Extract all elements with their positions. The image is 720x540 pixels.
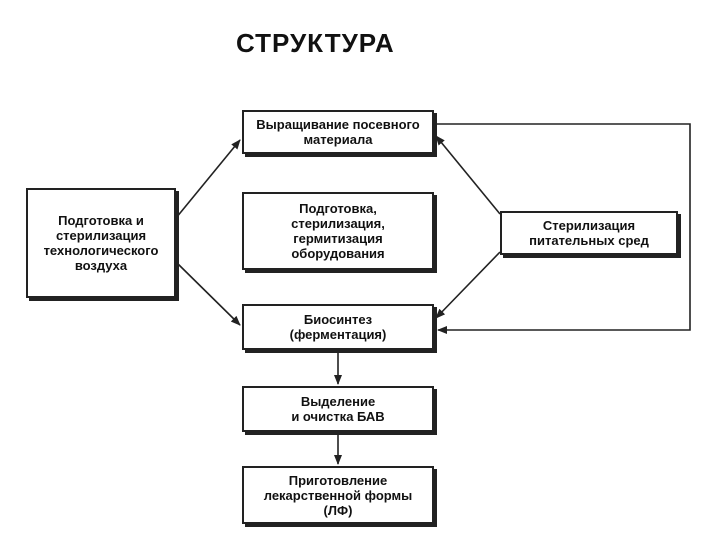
page-title: СТРУКТУРА bbox=[236, 28, 395, 58]
box-dosage-form: Приготовление лекарственной формы (ЛФ) bbox=[242, 466, 434, 524]
box-media-sterilization: Стерилизация питательных сред bbox=[500, 211, 678, 255]
arrow-media-to-growing bbox=[435, 135, 501, 215]
arrow-air-to-growing bbox=[175, 139, 241, 219]
arrow-media-to-biosynthesis bbox=[435, 251, 501, 319]
box-biosynthesis: Биосинтез (ферментация) bbox=[242, 304, 434, 350]
arrow-growing-loop-to-biosynthesis bbox=[436, 123, 691, 334]
box-isolation-purification: Выделение и очистка БАВ bbox=[242, 386, 434, 432]
arrow-air-to-biosynthesis bbox=[175, 261, 241, 326]
box-air-preparation: Подготовка и стерилизация технологическо… bbox=[26, 188, 176, 298]
box-equipment-preparation: Подготовка, стерилизация, гермитизация о… bbox=[242, 192, 434, 270]
box-growing-seed-material: Выращивание посевного материала bbox=[242, 110, 434, 154]
